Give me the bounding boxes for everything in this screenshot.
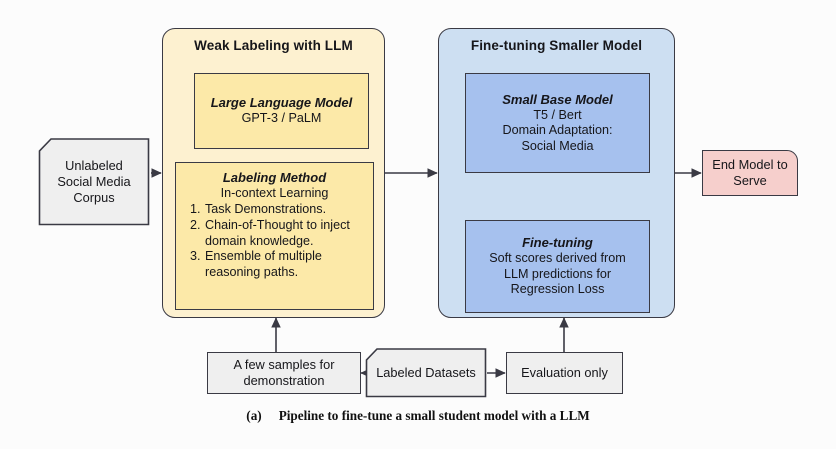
unlabeled-corpus-node: Unlabeled Social Media Corpus bbox=[38, 138, 150, 226]
base-model-line-1: T5 / Bert bbox=[533, 107, 582, 122]
labeling-method-title: Labeling Method bbox=[222, 170, 327, 185]
caption-tag: (a) bbox=[246, 408, 262, 423]
corpus-line-1: Unlabeled bbox=[65, 158, 123, 174]
end-model-box: End Model to Serve bbox=[702, 150, 798, 196]
list-item: 3. Ensemble of multiple reasoning paths. bbox=[190, 249, 367, 280]
small-base-model-box: Small Base Model T5 / Bert Domain Adapta… bbox=[465, 73, 650, 173]
end-model-line-1: End Model to bbox=[712, 157, 788, 173]
large-language-model-box: Large Language Model GPT-3 / PaLM bbox=[194, 73, 369, 149]
tuning-box-line-2: LLM predictions for bbox=[503, 266, 612, 281]
corpus-line-3: Corpus bbox=[73, 189, 115, 205]
fine-tuning-detail-box: Fine-tuning Soft scores derived from LLM… bbox=[465, 220, 650, 313]
base-model-title: Small Base Model bbox=[502, 91, 613, 107]
fine-tuning-container: Fine-tuning Smaller Model Small Base Mod… bbox=[438, 28, 675, 318]
evaluation-line-1: Evaluation only bbox=[521, 365, 608, 381]
list-item: 2. Chain-of-Thought to inject domain know… bbox=[190, 218, 367, 249]
labeling-method-box: Labeling Method In-context Learning 1. Ta… bbox=[175, 162, 374, 310]
weak-labeling-container: Weak Labeling with LLM Large Language Mo… bbox=[162, 28, 385, 318]
labeling-method-subtitle: In-context Learning bbox=[220, 186, 329, 200]
caption-text: Pipeline to fine-tune a small student mo… bbox=[278, 408, 590, 423]
base-model-line-3: Social Media bbox=[521, 138, 594, 153]
document-shape-icon bbox=[365, 348, 487, 398]
llm-box-title: Large Language Model bbox=[210, 95, 353, 111]
corpus-line-2: Social Media bbox=[57, 174, 131, 190]
end-model-line-2: Serve bbox=[733, 173, 767, 188]
few-samples-line-1: A few samples for bbox=[233, 357, 335, 373]
few-samples-line-2: demonstration bbox=[243, 373, 325, 388]
weak-labeling-title: Weak Labeling with LLM bbox=[194, 38, 353, 53]
list-item-text: Ensemble of multiple reasoning paths. bbox=[205, 249, 322, 279]
list-item-number: 1. bbox=[190, 202, 201, 217]
list-item-text: Task Demonstrations. bbox=[205, 202, 327, 217]
tuning-box-title: Fine-tuning bbox=[522, 235, 593, 251]
labeled-datasets-node: Labeled Datasets bbox=[365, 348, 487, 398]
list-item-number: 2. bbox=[190, 218, 201, 232]
list-item-text: Chain-of-Thought to inject domain knowle… bbox=[205, 218, 350, 248]
base-model-line-2: Domain Adaptation: bbox=[502, 123, 613, 138]
tuning-box-line-1: Soft scores derived from bbox=[489, 251, 626, 266]
fine-tuning-title: Fine-tuning Smaller Model bbox=[470, 38, 643, 53]
labeled-datasets-line-1: Labeled Datasets bbox=[376, 365, 476, 381]
figure-caption: (a) Pipeline to fine-tune a small student… bbox=[0, 408, 836, 424]
list-item: 1. Task Demonstrations. bbox=[190, 202, 367, 218]
llm-box-line-1: GPT-3 / PaLM bbox=[241, 111, 322, 126]
document-shape-icon bbox=[38, 138, 150, 226]
tuning-box-line-3: Regression Loss bbox=[510, 282, 605, 297]
few-samples-box: A few samples for demonstration bbox=[207, 352, 361, 394]
list-item-number: 3. bbox=[190, 249, 201, 264]
evaluation-only-box: Evaluation only bbox=[506, 352, 623, 394]
labeling-method-list: 1. Task Demonstrations. 2. Chain-of-Though… bbox=[182, 202, 367, 280]
